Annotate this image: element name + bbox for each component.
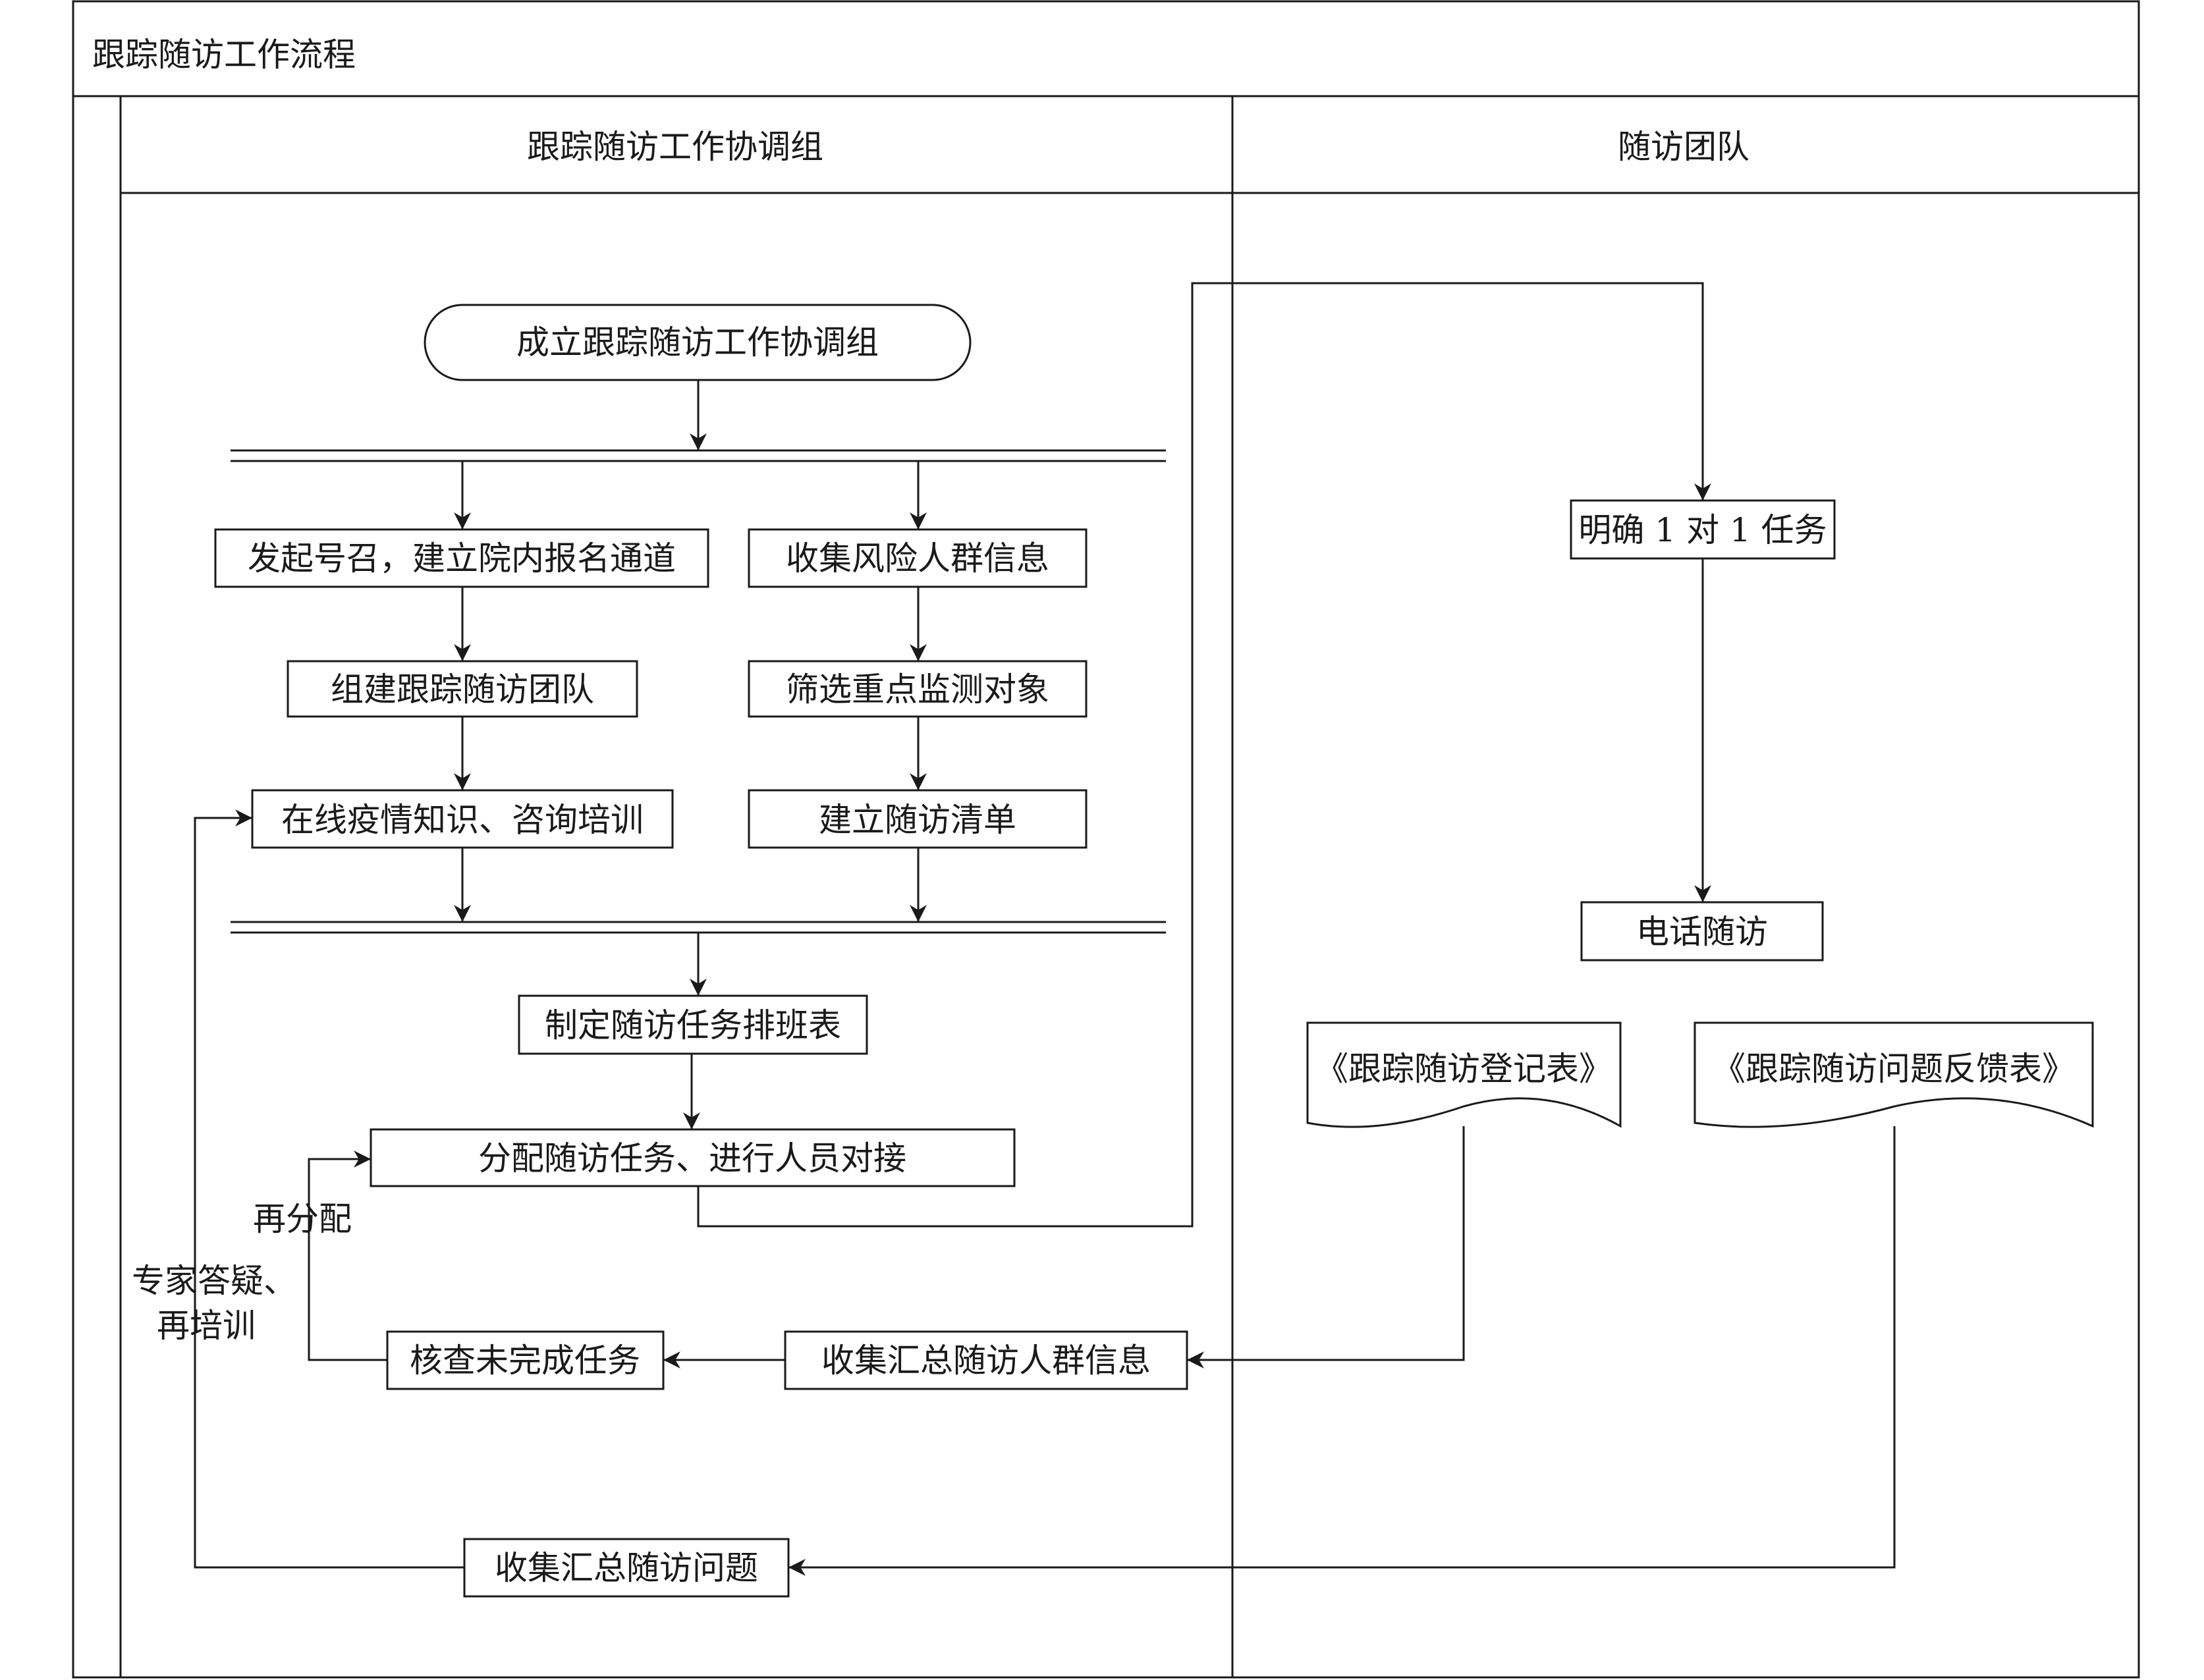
connectors	[194, 282, 1896, 1576]
edge-label-expert-line2: 再培训	[157, 1307, 256, 1345]
edge-label-expert-line1: 专家答疑、	[132, 1262, 296, 1300]
start-node-label: 成立跟踪随访工作协调组	[516, 323, 879, 362]
process-node-collect-problems: 收集汇总随访问题	[463, 1538, 790, 1598]
process-node-list: 建立随访清单	[748, 789, 1088, 849]
document-register-form: 《跟踪随访登记表》	[1306, 1021, 1622, 1128]
process-node-schedule-label: 制定随访任务排班表	[545, 1006, 841, 1044]
process-node-task: 明确 1 对 1 任务	[1570, 499, 1836, 560]
process-node-list-label: 建立随访清单	[819, 801, 1016, 839]
document-feedback-form: 《跟踪随访问题反馈表》	[1694, 1021, 2094, 1128]
process-node-collect-risk: 收集风险人群信息	[748, 528, 1088, 588]
process-node-team: 组建跟踪随访团队	[287, 660, 638, 718]
process-node-schedule: 制定随访任务排班表	[518, 994, 868, 1055]
process-node-training: 在线疫情知识、咨询培训	[251, 789, 674, 849]
process-node-call: 发起号召，建立院内报名通道	[214, 528, 709, 588]
edge-label-reassign: 再分配	[253, 1200, 352, 1238]
process-node-call-label: 发起号召，建立院内报名通道	[248, 539, 676, 578]
join-bar	[231, 921, 1166, 934]
lane-header-followup-team: 随访团队	[1618, 128, 1749, 166]
process-node-check: 核查未完成任务	[386, 1330, 665, 1390]
process-node-phone: 电话随访	[1580, 901, 1824, 962]
process-node-training-label: 在线疫情知识、咨询培训	[281, 801, 644, 839]
process-node-collect-info: 收集汇总随访人群信息	[784, 1330, 1188, 1390]
lane-header-coordination-group: 跟踪随访工作协调组	[527, 128, 823, 166]
start-node: 成立跟踪随访工作协调组	[424, 304, 972, 381]
diagram-title: 跟踪随访工作流程	[92, 36, 356, 74]
document-feedback-form-label: 《跟踪随访问题反馈表》	[1713, 1050, 2075, 1088]
process-node-assign-label: 分配随访任务、进行人员对接	[478, 1139, 906, 1178]
process-node-task-label: 明确 1 对 1 任务	[1578, 511, 1827, 549]
process-node-team-label: 组建跟踪随访团队	[331, 670, 594, 709]
process-node-collect-problems-label: 收集汇总随访问题	[495, 1549, 758, 1587]
process-node-assign: 分配随访任务、进行人员对接	[370, 1128, 1016, 1187]
process-node-collect-info-label: 收集汇总随访人群信息	[821, 1341, 1151, 1380]
process-node-phone-label: 电话随访	[1636, 913, 1768, 951]
process-node-collect-risk-label: 收集风险人群信息	[786, 539, 1049, 578]
swimlane-frame	[72, 0, 2140, 1679]
document-register-form-label: 《跟踪随访登记表》	[1315, 1050, 1612, 1088]
process-node-screen-label: 筛选重点监测对象	[786, 670, 1049, 709]
process-node-check-label: 核查未完成任务	[410, 1341, 640, 1380]
fork-bar	[231, 449, 1166, 462]
process-node-screen: 筛选重点监测对象	[748, 660, 1088, 718]
